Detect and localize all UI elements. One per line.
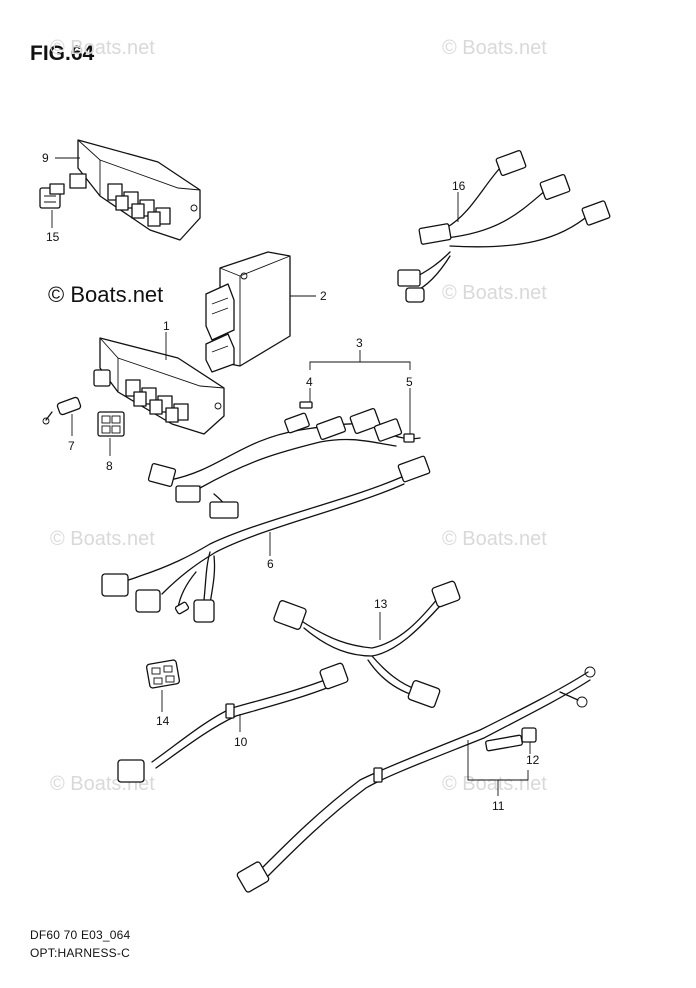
callout-16: 16 [452, 179, 466, 193]
part-3-harness [147, 401, 421, 519]
part-9-relay-box [69, 139, 201, 241]
callout-4: 4 [306, 375, 313, 389]
callout-13: 13 [374, 597, 388, 611]
footer-section-name: OPT:HARNESS-C [30, 946, 130, 960]
footer-drawing-code: DF60 70 E03_064 [30, 928, 131, 942]
callout-10: 10 [234, 735, 248, 749]
leader-11 [467, 740, 529, 796]
watermark: © Boats.net [442, 528, 547, 550]
part-16-harness [397, 150, 611, 303]
callout-6: 6 [267, 557, 274, 571]
figure-title: FIG.64 [30, 42, 95, 65]
part-11-harness [236, 666, 596, 893]
part-2-ecu [205, 251, 291, 373]
part-10-harness [117, 662, 349, 783]
part-14-connector [145, 659, 181, 689]
callout-12: 12 [526, 753, 540, 767]
watermark: © Boats.net [50, 37, 155, 59]
watermark: © Boats.net [442, 37, 547, 59]
callout-7: 7 [68, 439, 75, 453]
part-7-fuse [42, 396, 82, 425]
callout-11: 11 [492, 799, 505, 813]
leader-3 [309, 350, 411, 370]
callout-3: 3 [356, 336, 363, 350]
part-15-connector [39, 183, 65, 209]
watermark-dark: © Boats.net [48, 282, 164, 307]
callout-8: 8 [106, 459, 113, 473]
callout-9: 9 [42, 151, 49, 165]
part-12-fuse [485, 727, 537, 752]
part-1-relay-box [93, 337, 225, 435]
callout-2: 2 [320, 289, 327, 303]
watermark: © Boats.net [50, 528, 155, 550]
part-13-harness [273, 580, 461, 708]
callout-15: 15 [46, 230, 60, 244]
watermark: © Boats.net [442, 282, 547, 304]
callout-1: 1 [163, 319, 170, 333]
callout-14: 14 [156, 714, 170, 728]
callout-5: 5 [406, 375, 413, 389]
part-6-harness [101, 455, 431, 623]
part-8-connector [97, 411, 125, 437]
